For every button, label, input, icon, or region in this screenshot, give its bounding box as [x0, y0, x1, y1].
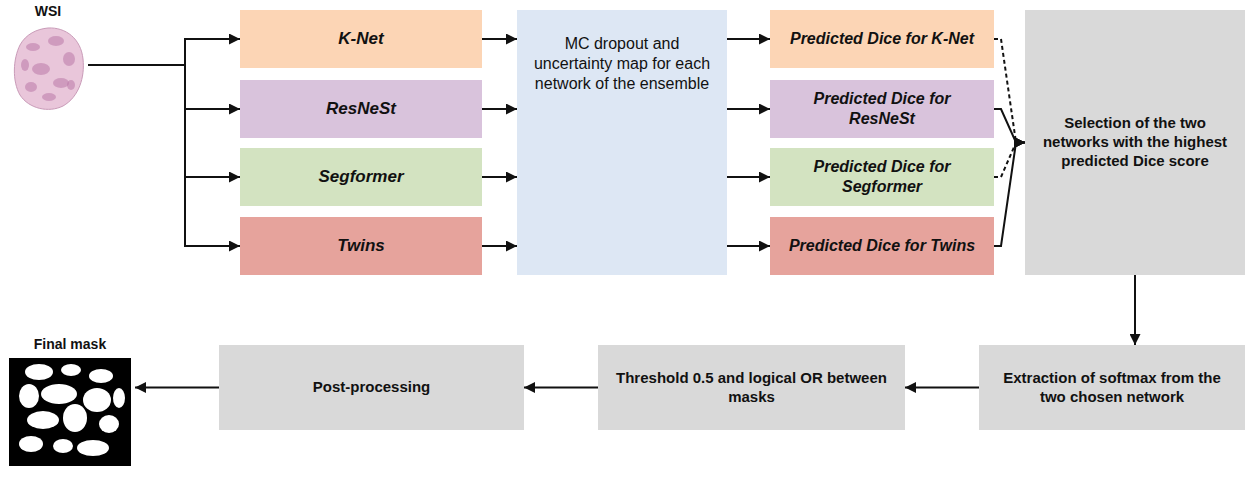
mask-region [99, 415, 119, 433]
box-label: ResNeSt [326, 98, 396, 119]
mask-region [63, 404, 87, 432]
mask-region [77, 440, 109, 456]
image-heading: WSI [35, 3, 61, 21]
tissue-texture [26, 43, 40, 51]
tissue-texture [32, 63, 50, 75]
score-box: Predicted Dice for K-Net [770, 10, 994, 68]
tissue-texture [63, 52, 75, 66]
mask-region [83, 388, 111, 412]
process-box: Selection of the two networks with the h… [1025, 10, 1245, 275]
flow-arrow [88, 65, 240, 109]
score-box: Predicted Dice for Twins [770, 217, 994, 275]
mask-background [9, 358, 131, 466]
mask-region [113, 388, 125, 408]
input-image: WSI [8, 3, 88, 115]
flow-arrow [727, 176, 770, 178]
network-box: Twins [240, 217, 482, 275]
box-label: K-Net [338, 28, 383, 49]
mask-region [19, 384, 39, 408]
score-box: Predicted Dice for Segformer [770, 148, 994, 206]
box-label: Predicted Dice for ResNeSt [780, 89, 984, 129]
tissue-section [14, 27, 83, 108]
flow-arrow [482, 108, 517, 110]
flow-arrow [994, 143, 1025, 178]
flow-arrow [482, 38, 517, 40]
mask-region [53, 439, 73, 453]
box-label: Twins [337, 235, 385, 256]
score-box: Predicted Dice for ResNeSt [770, 80, 994, 138]
tissue-texture [42, 93, 56, 101]
flow-arrow [88, 65, 240, 246]
output-image: Final mask [5, 336, 135, 472]
mask-region [27, 411, 59, 429]
tissue-texture [48, 36, 64, 46]
flow-arrow [905, 387, 979, 389]
process-box: Extraction of softmax from the two chose… [979, 345, 1245, 430]
network-box: ResNeSt [240, 80, 482, 138]
flow-arrow [482, 245, 517, 247]
flow-arrow [1134, 275, 1136, 345]
mask-illustration [9, 358, 131, 466]
tissue-texture [53, 78, 69, 88]
box-label: Segformer [318, 166, 403, 187]
mask-region [61, 364, 81, 376]
flow-arrow [727, 38, 770, 40]
box-label: Post-processing [313, 378, 431, 397]
flow-arrow [994, 39, 1025, 143]
box-label: Predicted Dice for Segformer [780, 157, 984, 197]
flow-arrow [727, 108, 770, 110]
box-label: Extraction of softmax from the two chose… [989, 369, 1235, 407]
box-label: Selection of the two networks with the h… [1035, 114, 1235, 170]
mask-region [25, 364, 53, 380]
flow-arrow [482, 176, 517, 178]
box-label: Threshold 0.5 and logical OR between mas… [608, 369, 895, 407]
image-heading: Final mask [34, 336, 106, 354]
flow-arrow [727, 245, 770, 247]
tissue-texture [25, 82, 37, 92]
process-box: MC dropout and uncertainty map for each … [517, 10, 727, 275]
mask-region [19, 436, 43, 452]
box-label: Predicted Dice for K-Net [790, 29, 974, 49]
flow-arrow [88, 65, 240, 177]
flow-arrow [135, 387, 219, 389]
process-box: Threshold 0.5 and logical OR between mas… [598, 345, 905, 430]
flow-arrow [524, 387, 598, 389]
network-box: Segformer [240, 148, 482, 206]
process-box: Post-processing [219, 345, 524, 430]
box-label: MC dropout and uncertainty map for each … [527, 34, 717, 94]
mask-region [89, 369, 113, 383]
flow-arrow [88, 39, 240, 65]
tissue-texture [67, 80, 75, 90]
flow-arrow [994, 109, 1025, 143]
network-box: K-Net [240, 10, 482, 68]
tissue-texture [21, 59, 29, 71]
slide-illustration [11, 25, 85, 111]
flow-arrow [994, 143, 1025, 247]
box-label: Predicted Dice for Twins [789, 236, 975, 256]
mask-region [41, 384, 77, 404]
